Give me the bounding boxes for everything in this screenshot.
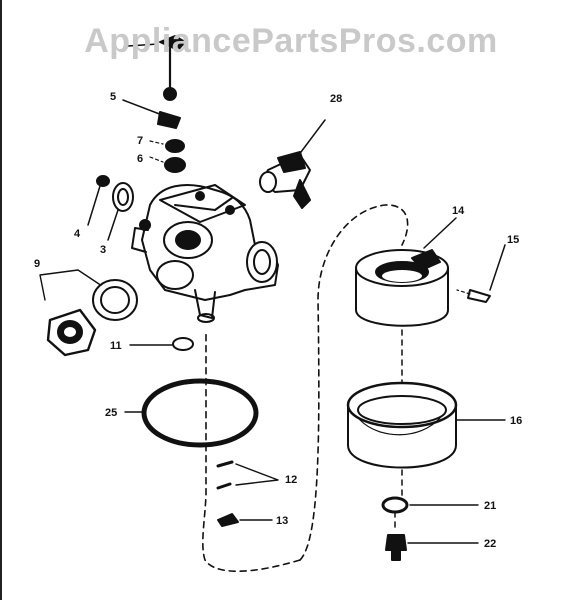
part-washer-21: [381, 496, 479, 514]
callout-16: 16: [510, 415, 522, 427]
callout-7: 7: [137, 135, 143, 147]
part-bolt-22: [385, 534, 479, 561]
part-carburetor-body: [131, 184, 279, 323]
callout-25: 25: [105, 407, 117, 419]
part-float-14: [355, 217, 457, 327]
part-washer-3: [107, 182, 134, 241]
part-o-ring-25: [124, 378, 259, 448]
assembly-dashed-path-right: [299, 204, 409, 561]
callout-12: 12: [285, 474, 297, 486]
assembly-dashed-center: [394, 329, 403, 529]
part-gasket-11: [129, 337, 194, 351]
part-float-bowl-16: [346, 381, 506, 469]
callout-9: 9: [34, 258, 40, 270]
callout-6: 6: [137, 153, 143, 165]
page-edge-line: [0, 0, 2, 600]
callout-5: 5: [110, 91, 116, 103]
callout-21: 21: [484, 500, 496, 512]
callout-3: 3: [100, 244, 106, 256]
part-pin-15: [456, 244, 506, 303]
callout-13: 13: [276, 515, 288, 527]
callout-15: 15: [507, 234, 519, 246]
callout-22: 22: [484, 538, 496, 550]
part-diaphragm-9: [39, 269, 138, 357]
part-pins-12: [216, 460, 279, 490]
callout-11: 11: [110, 340, 122, 352]
callout-4: 4: [74, 228, 81, 240]
part-throttle-lever: [159, 35, 186, 101]
assembly-dashed-path-left: [202, 329, 301, 572]
part-spring-7: [165, 139, 185, 153]
callout-28: 28: [330, 93, 342, 105]
part-fitting-28: [259, 119, 326, 209]
part-screw-needle: [122, 99, 181, 129]
callout-14: 14: [452, 205, 465, 217]
part-clip-13: [217, 513, 273, 527]
part-washer-6: [164, 157, 186, 173]
part-screw-4: [87, 175, 110, 226]
